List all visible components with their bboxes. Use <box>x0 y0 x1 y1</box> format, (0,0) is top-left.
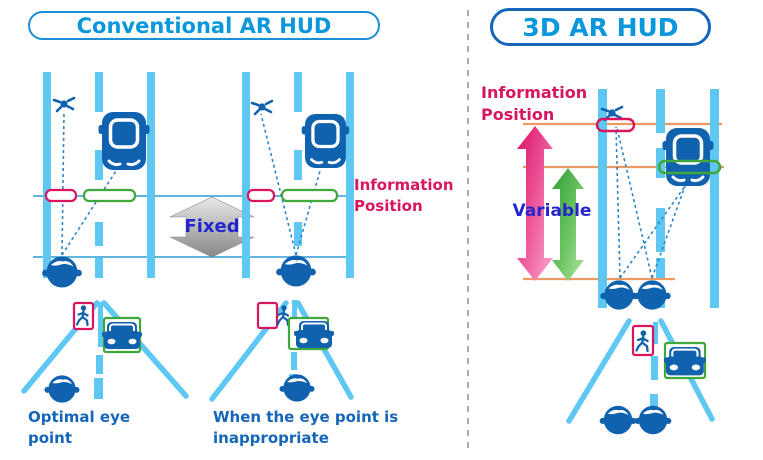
head-icon <box>599 405 637 435</box>
sight-lines <box>61 111 117 256</box>
information-position-label-right: Information Position <box>481 83 588 125</box>
3d-perspective-view <box>566 318 715 435</box>
head-icon <box>276 255 316 287</box>
head-icon <box>279 374 315 402</box>
caption-optimal-eye-point: Optimal eye point <box>28 408 131 447</box>
car-top-icon <box>300 112 351 170</box>
pedestrian-top-icon <box>250 99 274 116</box>
variable-magenta-arrow-icon <box>517 126 553 281</box>
car-top-icon <box>660 126 716 188</box>
hud-info-box-car <box>657 159 722 175</box>
head-icon <box>633 280 671 310</box>
center-dashes <box>94 302 103 399</box>
pedestrian-top-icon <box>52 96 76 113</box>
head-icon <box>634 405 672 435</box>
3d-top-view <box>517 89 724 310</box>
conventional-top-view-optimal <box>42 72 155 288</box>
conventional-title-text: Conventional AR HUD <box>76 13 332 38</box>
car-top-icon <box>96 110 152 172</box>
variable-green-arrow-icon <box>552 168 584 281</box>
information-position-label-left: Information Position <box>354 176 454 216</box>
car-front-icon <box>293 320 335 349</box>
hud-info-box-car <box>82 188 137 203</box>
center-dashes <box>650 322 658 410</box>
hud-info-box-pedestrian <box>595 117 636 133</box>
sight-lines <box>615 126 686 279</box>
fixed-label: Fixed <box>184 216 240 237</box>
sight-lines <box>260 113 321 256</box>
car-front-icon <box>662 345 707 377</box>
lane-lines <box>43 72 155 278</box>
3d-title-text: 3D AR HUD <box>522 12 679 42</box>
conventional-title: Conventional AR HUD <box>28 11 380 40</box>
caption-inappropriate-eye-point: When the eye point is inappropriate <box>213 408 399 447</box>
lane-lines <box>598 89 719 308</box>
perspective-view-inappropriate <box>209 300 354 402</box>
hud-info-box-pedestrian <box>44 188 78 203</box>
hud-info-box-pedestrian <box>246 188 276 203</box>
3d-title: 3D AR HUD <box>490 8 711 46</box>
conventional-top-view-shifted <box>242 72 354 287</box>
ar-box-pedestrian-misaligned <box>256 301 279 330</box>
perspective-view-optimal <box>21 300 189 403</box>
car-front-icon <box>101 321 143 350</box>
head-icon <box>44 375 80 403</box>
variable-label: Variable <box>512 201 592 221</box>
hud-info-box-car <box>280 188 339 203</box>
